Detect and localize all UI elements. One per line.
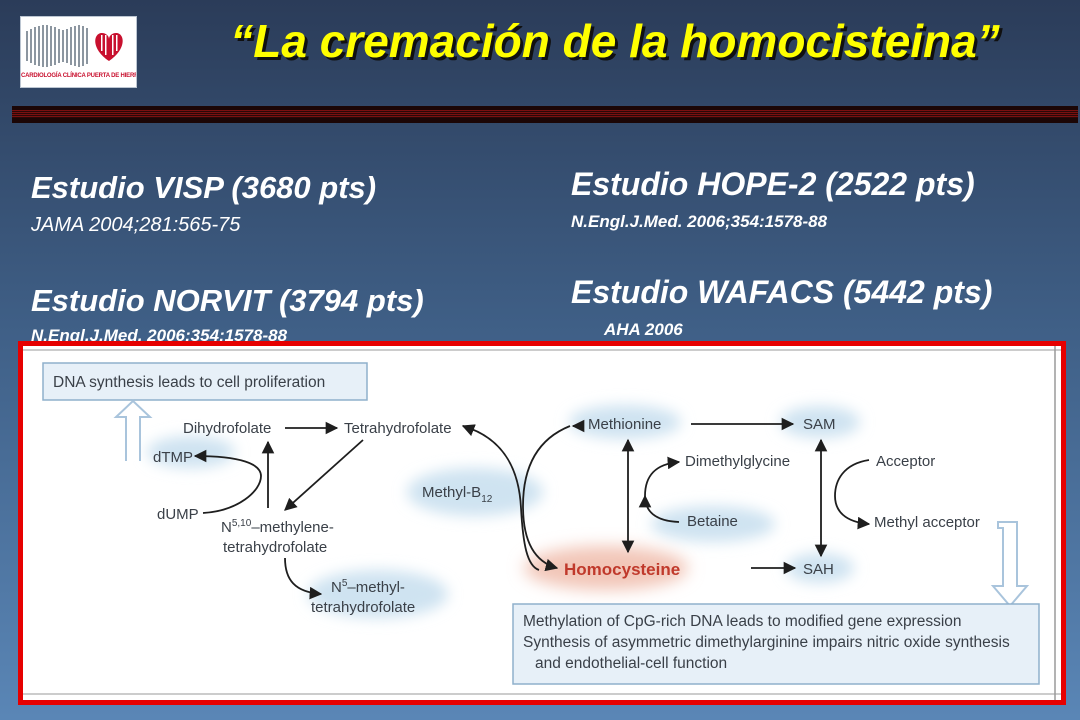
arrow-to-thf <box>461 424 476 437</box>
arrow-thf-to-methylene <box>284 439 364 511</box>
arrow-acceptor-to-methyl-acceptor <box>834 459 871 530</box>
node-methyl-b12: Methyl-B12 <box>422 484 493 505</box>
divider <box>12 110 1078 118</box>
node-dump: dUMP <box>157 506 199 523</box>
node-sah: SAH <box>803 561 834 578</box>
study-hope2-title: Estudio HOPE-2 (2522 pts) <box>571 166 975 202</box>
node-homocysteine: Homocysteine <box>564 560 680 579</box>
study-visp-title: Estudio VISP (3680 pts) <box>31 170 377 205</box>
divider <box>12 106 1078 110</box>
dna-synthesis-text: DNA synthesis leads to cell proliferatio… <box>53 374 325 391</box>
methyl-b12-left-curve <box>462 425 540 571</box>
glow-halos <box>147 405 860 618</box>
arrow-from-betaine <box>638 494 680 523</box>
node-betaine: Betaine <box>687 513 738 530</box>
node-dihydrofolate: Dihydrofolate <box>183 420 271 437</box>
homocysteine-glow <box>524 546 688 590</box>
page-title: “La cremación de la homocisteina” <box>230 15 1000 67</box>
hollow-down-arrow-icon <box>990 521 1030 608</box>
node-methyl-thf: N5–methyl- <box>331 578 405 596</box>
node-methylene-thf-line2: tetrahydrofolate <box>223 539 327 556</box>
study-wafacs-title: Estudio WAFACS (5442 pts) <box>571 274 993 310</box>
node-acceptor: Acceptor <box>876 453 935 470</box>
study-visp-reference: JAMA 2004;281:565-75 <box>31 214 241 236</box>
logo-graphic <box>26 25 123 67</box>
node-methylene-thf: N5,10–methylene- <box>221 518 334 536</box>
node-sam: SAM <box>803 416 836 433</box>
study-wafacs-reference: AHA 2006 <box>604 320 683 339</box>
hollow-up-arrow-icon <box>113 399 153 461</box>
node-tetrahydrofolate: Tetrahydrofolate <box>344 420 452 437</box>
arrow-to-dimethylglycine <box>644 456 681 497</box>
methylation-line-2: Synthesis of asymmetric dimethylarginine… <box>523 634 1010 651</box>
divider <box>12 118 1078 123</box>
methylation-line-1: Methylation of CpG-rich DNA leads to mod… <box>523 613 962 630</box>
heart-icon <box>95 33 123 61</box>
methylation-box <box>512 603 1040 685</box>
arrow-to-methyl-thf <box>284 557 323 600</box>
homocysteine-pathway-figure: DNA synthesis leads to cell proliferatio… <box>18 341 1066 705</box>
dna-synthesis-box <box>42 362 368 401</box>
study-hope2-reference: N.Engl.J.Med. 2006;354:1578-88 <box>571 212 828 231</box>
logo-text: CARDIOLOGÍA CLÍNICA PUERTA DE HIERRO <box>21 73 137 79</box>
pathway-diagram: DNA synthesis leads to cell proliferatio… <box>23 346 1061 700</box>
methylation-line-3: and endothelial-cell function <box>535 655 727 672</box>
node-methionine: Methionine <box>588 416 661 433</box>
arrow-to-homocysteine-curve <box>522 425 571 572</box>
arrow-dump-to-dtmp <box>193 449 262 514</box>
node-dimethylglycine: Dimethylglycine <box>685 453 790 470</box>
node-methyl-acceptor: Methyl acceptor <box>874 514 980 531</box>
clinic-logo: CARDIOLOGÍA CLÍNICA PUERTA DE HIERRO <box>20 16 137 88</box>
node-dtmp: dTMP <box>153 449 193 466</box>
study-norvit-title: Estudio NORVIT (3794 pts) <box>31 283 424 318</box>
study-norvit-reference: N.Engl.J.Med. 2006;354:1578-88 <box>31 326 288 345</box>
node-methyl-thf-line2: tetrahydrofolate <box>311 599 415 616</box>
